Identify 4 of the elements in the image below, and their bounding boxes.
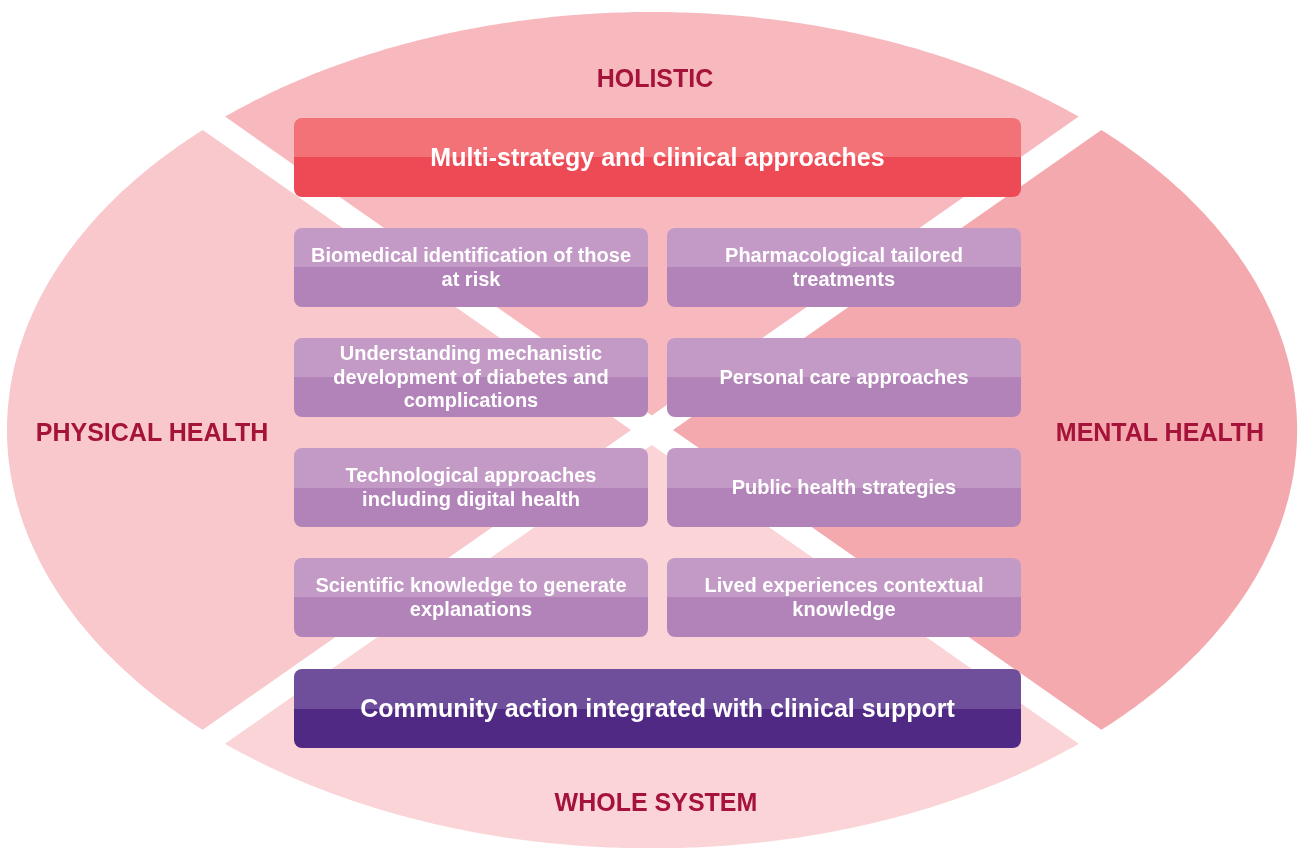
segment-label: WHOLE SYSTEM bbox=[554, 787, 758, 817]
segment-label: HOLISTIC bbox=[596, 63, 714, 93]
segment-label: MENTAL HEALTH bbox=[1055, 417, 1265, 447]
segment-label: PHYSICAL HEALTH bbox=[35, 417, 269, 447]
